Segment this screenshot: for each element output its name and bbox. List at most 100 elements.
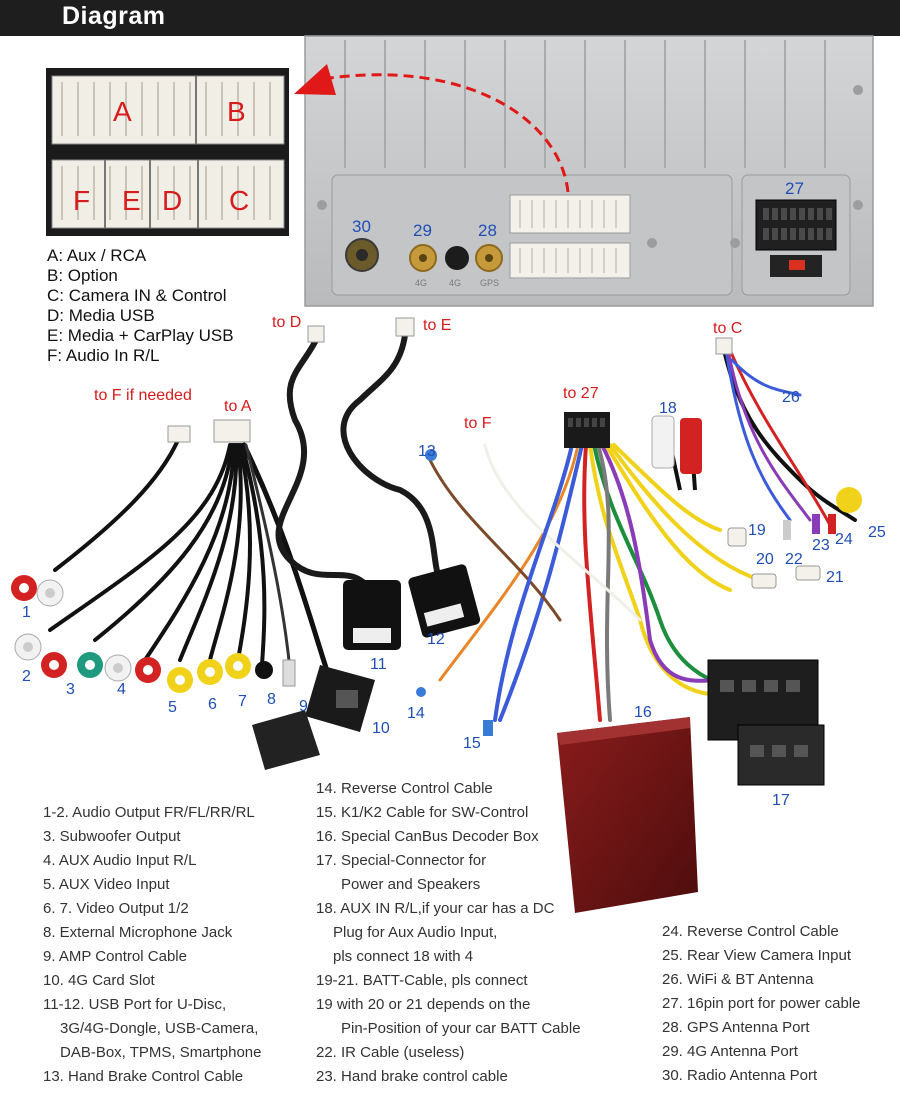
tip-13: [425, 449, 437, 461]
desc-line: 28. GPS Antenna Port: [662, 1019, 810, 1036]
callout-to-e: to E: [423, 317, 451, 334]
legend-item-a: A: Aux / RCA: [47, 246, 147, 265]
connector-pointer-arrow: [329, 73, 570, 193]
legend-item-d: D: Media USB: [47, 306, 155, 325]
port-29-label: 29: [413, 221, 432, 240]
usb-cables: [275, 332, 443, 593]
desc-line: 23. Hand brake control cable: [316, 1068, 508, 1085]
desc-line: 29. 4G Antenna Port: [662, 1043, 798, 1060]
desc-line: 6. 7. Video Output 1/2: [43, 900, 189, 917]
connector-legend: A: Aux / RCA B: Option C: Camera IN & Co…: [47, 246, 234, 366]
desc-line: 10. 4G Card Slot: [43, 972, 155, 989]
part-number-7: 7: [238, 693, 247, 710]
inset-letter-a: A: [113, 96, 132, 127]
page-title: Diagram: [62, 2, 166, 30]
part-number-8: 8: [267, 691, 276, 708]
port-28-label: 28: [478, 221, 497, 240]
desc-line: 15. K1/K2 Cable for SW-Control: [316, 804, 529, 821]
rca-18: [651, 415, 702, 491]
tip-24: [828, 514, 836, 534]
part-number-10: 10: [372, 720, 390, 737]
part-number-5: 5: [168, 699, 177, 716]
port-30-label: 30: [352, 217, 371, 236]
desc-line: 26. WiFi & BT Antenna: [662, 971, 814, 988]
part-number-20: 20: [756, 551, 774, 568]
usb-d-plug: [307, 325, 325, 343]
callout-to-c: to C: [713, 320, 742, 337]
part-number-16: 16: [634, 704, 652, 721]
iso-connector: [707, 659, 825, 786]
desc-line: 14. Reverse Control Cable: [316, 780, 493, 797]
part-number-6: 6: [208, 696, 217, 713]
callout-to-f-if-needed: to F if needed: [94, 387, 192, 404]
part-number-3: 3: [66, 681, 75, 698]
desc-line: 8. External Microphone Jack: [43, 924, 233, 941]
batt-plug-20: [751, 573, 777, 589]
tip-15: [483, 720, 493, 736]
head-unit-rear: [304, 35, 874, 307]
desc-line: 16. Special CanBus Decoder Box: [316, 828, 539, 845]
desc-line: 24. Reverse Control Cable: [662, 923, 839, 940]
part-number-15: 15: [463, 735, 481, 752]
inset-letter-c: C: [229, 185, 249, 216]
legend-item-c: C: Camera IN & Control: [47, 286, 227, 305]
desc-line: 18. AUX IN R/L,if your car has a DC: [316, 900, 555, 917]
arrow-head-icon: [294, 64, 336, 95]
description-column-3: 24. Reverse Control Cable 25. Rear View …: [662, 920, 860, 1088]
part-number-22: 22: [785, 551, 803, 568]
desc-line: 27. 16pin port for power cable: [662, 995, 861, 1012]
part-number-11: 11: [370, 656, 387, 673]
desc-line: 3. Subwoofer Output: [43, 828, 181, 845]
desc-line: 30. Radio Antenna Port: [662, 1067, 818, 1084]
desc-line: 13. Hand Brake Control Cable: [43, 1068, 244, 1085]
port-4g-sublabel-2: 4G: [449, 278, 461, 288]
tip-14: [416, 687, 426, 697]
part-number-17: 17: [772, 792, 790, 809]
desc-line: Plug for Aux Audio Input,: [333, 924, 498, 941]
part-number-26: 26: [782, 389, 800, 406]
desc-line: 4. AUX Audio Input R/L: [43, 852, 197, 869]
part-number-12: 12: [427, 631, 445, 648]
part-number-9: 9: [299, 698, 308, 715]
batt-plug-19: [727, 527, 747, 547]
desc-line: 11-12. USB Port for U-Disc,: [43, 996, 227, 1013]
usb-port-11: [343, 580, 401, 650]
rca-plugs: [11, 575, 375, 770]
description-column-1: 1-2. Audio Output FR/FL/RR/RL 3. Subwoof…: [43, 801, 261, 1089]
plug-27: [564, 412, 610, 448]
callout-to-27: to 27: [563, 385, 599, 402]
desc-line: 25. Rear View Camera Input: [662, 947, 851, 964]
desc-line: 9. AMP Control Cable: [43, 948, 187, 965]
tip-23: [812, 514, 820, 534]
connector-inset-photo: [46, 68, 289, 236]
desc-line: Pin-Position of your car BATT Cable: [341, 1020, 581, 1037]
part-number-23: 23: [812, 537, 830, 554]
usb-port-12: [408, 564, 481, 638]
part-number-25: 25: [868, 524, 886, 541]
tip-22: [783, 520, 791, 540]
inset-letter-e: E: [122, 185, 141, 216]
camera-harness: [722, 348, 857, 527]
description-column-2: 14. Reverse Control Cable 15. K1/K2 Cabl…: [316, 777, 581, 1089]
legend-item-f: F: Audio In R/L: [47, 346, 160, 365]
inset-letter-d: D: [162, 185, 182, 216]
canbus-decoder-box: [557, 717, 698, 913]
part-number-13: 13: [418, 443, 436, 460]
part-number-21: 21: [826, 569, 844, 586]
desc-line: pls connect 18 with 4: [333, 948, 474, 965]
desc-line: DAB-Box, TPMS, Smartphone: [60, 1044, 262, 1061]
part-number-1: 1: [22, 604, 31, 621]
inset-letter-b: B: [227, 96, 246, 127]
desc-line: 17. Special-Connector for: [316, 852, 487, 869]
usb-e-plug: [395, 317, 415, 337]
part-number-2: 2: [22, 668, 31, 685]
plug-to-c: [715, 337, 733, 355]
legend-item-b: B: Option: [47, 266, 118, 285]
part-number-18: 18: [659, 400, 677, 417]
desc-line: 3G/4G-Dongle, USB-Camera,: [60, 1020, 259, 1037]
port-4g-sublabel: 4G: [415, 278, 427, 288]
desc-line: Power and Speakers: [341, 876, 481, 893]
part-number-14: 14: [407, 705, 425, 722]
desc-line: 22. IR Cable (useless): [316, 1044, 465, 1061]
